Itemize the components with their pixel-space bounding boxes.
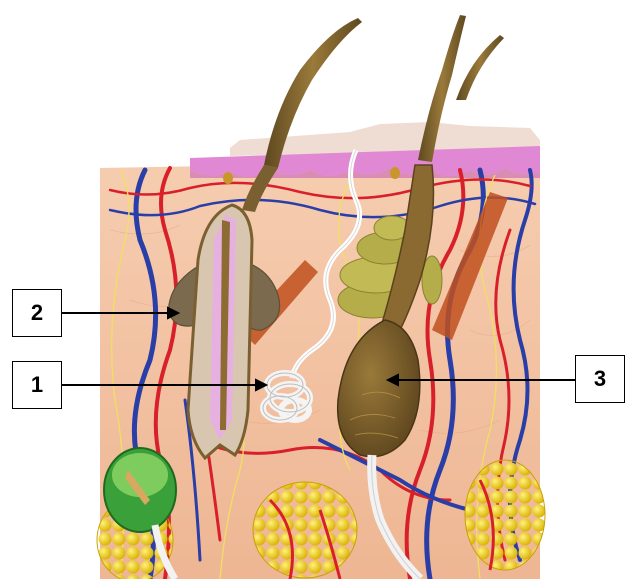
label-3-box: 3 — [575, 355, 625, 403]
label-2-box: 2 — [12, 289, 62, 337]
label-1-box: 1 — [12, 361, 62, 409]
